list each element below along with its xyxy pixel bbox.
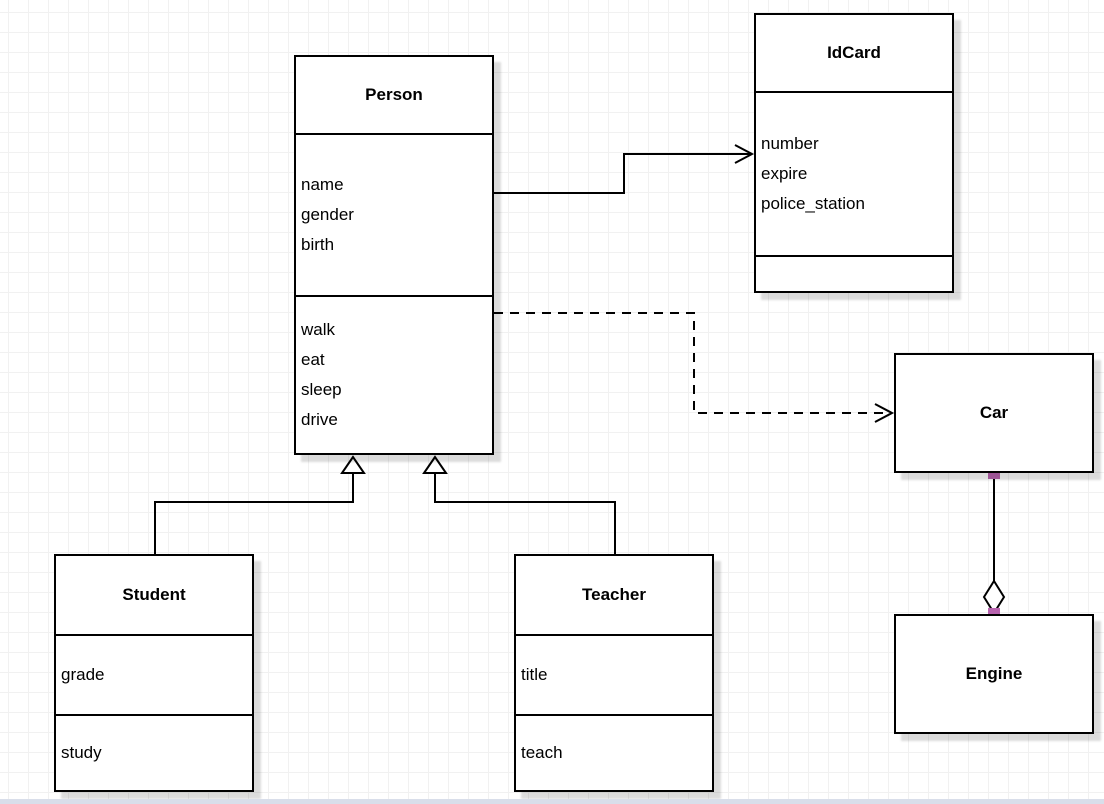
- attributes-section: number expire police_station: [756, 93, 952, 257]
- class-name-label: Car: [979, 403, 1009, 422]
- methods-section: study: [56, 716, 252, 790]
- dependency-line: [494, 312, 888, 414]
- class-title: Student: [56, 556, 252, 636]
- class-name-label: Person: [365, 85, 423, 104]
- method-label: study: [61, 743, 102, 762]
- class-car[interactable]: Car: [894, 353, 1094, 473]
- edge-person-idcard-association[interactable]: [494, 144, 755, 194]
- edge-student-person-generalization[interactable]: [154, 455, 366, 554]
- class-title: Car: [896, 355, 1092, 471]
- edge-person-car-dependency[interactable]: [494, 312, 895, 423]
- page-boundary: [0, 799, 1104, 804]
- attribute-label: gender: [301, 205, 354, 224]
- attributes-section: title: [516, 636, 712, 716]
- class-idcard[interactable]: IdCard number expire police_station: [754, 13, 954, 293]
- class-name-label: IdCard: [827, 43, 881, 62]
- attribute-label: police_station: [761, 194, 865, 213]
- methods-section: walk eat sleep drive: [296, 297, 492, 453]
- methods-section: [756, 257, 952, 291]
- open-arrowhead-icon: [874, 403, 895, 423]
- open-arrowhead-icon: [734, 144, 755, 164]
- attribute-label: expire: [761, 164, 808, 183]
- method-label: teach: [521, 743, 563, 762]
- attribute-label: number: [761, 134, 819, 153]
- class-title: Person: [296, 57, 492, 135]
- generalization-line: [154, 473, 354, 554]
- attribute-label: grade: [61, 665, 105, 684]
- association-line: [494, 153, 751, 194]
- class-teacher[interactable]: Teacher title teach: [514, 554, 714, 792]
- class-title: Teacher: [516, 556, 712, 636]
- class-name-label: Engine: [965, 664, 1023, 683]
- class-title: IdCard: [756, 15, 952, 93]
- attributes-section: grade: [56, 636, 252, 716]
- attribute-label: title: [521, 665, 548, 684]
- attribute-label: birth: [301, 235, 335, 254]
- hollow-triangle-arrowhead-icon: [340, 455, 366, 474]
- methods-section: teach: [516, 716, 712, 790]
- class-student[interactable]: Student grade study: [54, 554, 254, 792]
- class-title: Engine: [896, 616, 1092, 732]
- attribute-label: name: [301, 175, 344, 194]
- method-label: sleep: [301, 380, 342, 399]
- attributes-section: name gender birth: [296, 135, 492, 297]
- method-label: walk: [301, 320, 336, 339]
- class-person[interactable]: Person name gender birth walk eat sleep …: [294, 55, 494, 455]
- class-name-label: Teacher: [582, 585, 646, 604]
- method-label: eat: [301, 350, 325, 369]
- edge-car-engine-aggregation[interactable]: [982, 467, 1006, 620]
- class-engine[interactable]: Engine: [894, 614, 1094, 734]
- edge-teacher-person-generalization[interactable]: [422, 455, 616, 554]
- generalization-line: [434, 473, 616, 554]
- hollow-triangle-arrowhead-icon: [422, 455, 448, 474]
- class-name-label: Student: [122, 585, 186, 604]
- method-label: drive: [301, 410, 338, 429]
